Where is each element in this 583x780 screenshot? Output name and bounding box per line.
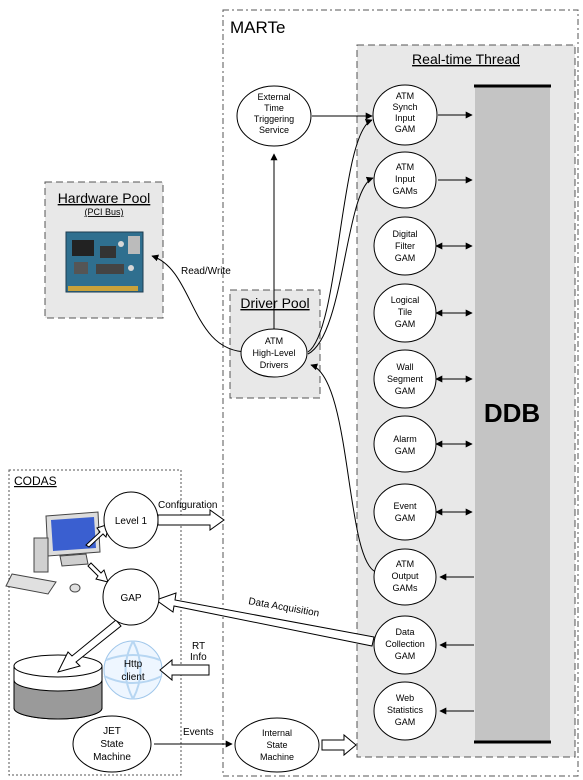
marte-frame xyxy=(222,9,579,777)
block-arrow-internal-rt xyxy=(321,733,357,757)
svg-text:Level 1: Level 1 xyxy=(115,516,148,527)
block-arrow-rt-info xyxy=(159,658,210,682)
edge-read-write-label: Read/Write xyxy=(181,266,231,277)
block-arrow-gap-disk xyxy=(57,619,122,673)
hardware-pool-subtitle: (PCI Bus) xyxy=(84,207,123,217)
edge-rt-info-label-1: RT xyxy=(192,641,205,652)
block-arrow-data-acquisition xyxy=(154,592,375,647)
codas-frame xyxy=(8,469,182,776)
hardware-pool-title: Hardware Pool xyxy=(58,190,151,206)
ddb-label: DDB xyxy=(484,398,540,428)
edge-configuration-label: Configuration xyxy=(158,500,217,511)
block-arrow-configuration xyxy=(157,509,225,531)
edge-drivers-synch xyxy=(307,118,373,353)
rt-thread-title: Real-time Thread xyxy=(412,51,520,67)
node-level1: Level 1 xyxy=(103,491,159,549)
codas-title: CODAS xyxy=(14,474,57,488)
disk-icon xyxy=(13,654,103,720)
edge-rt-info-label-2: Info xyxy=(190,652,207,663)
edge-read-write xyxy=(151,254,249,356)
edge-drivers-input xyxy=(307,176,374,355)
http-globe-icon xyxy=(103,640,163,700)
edge-output-drivers xyxy=(310,363,377,573)
node-gap: GAP xyxy=(102,568,160,626)
marte-title: MARTe xyxy=(230,18,285,37)
svg-text:GAP: GAP xyxy=(120,593,141,604)
block-arrow-computer-gap xyxy=(87,562,109,583)
driver-pool-title: Driver Pool xyxy=(240,295,309,311)
ddb-bar xyxy=(475,86,550,742)
computer-icon xyxy=(5,511,101,595)
pci-board-icon xyxy=(65,231,144,293)
edge-events-label: Events xyxy=(183,727,214,738)
